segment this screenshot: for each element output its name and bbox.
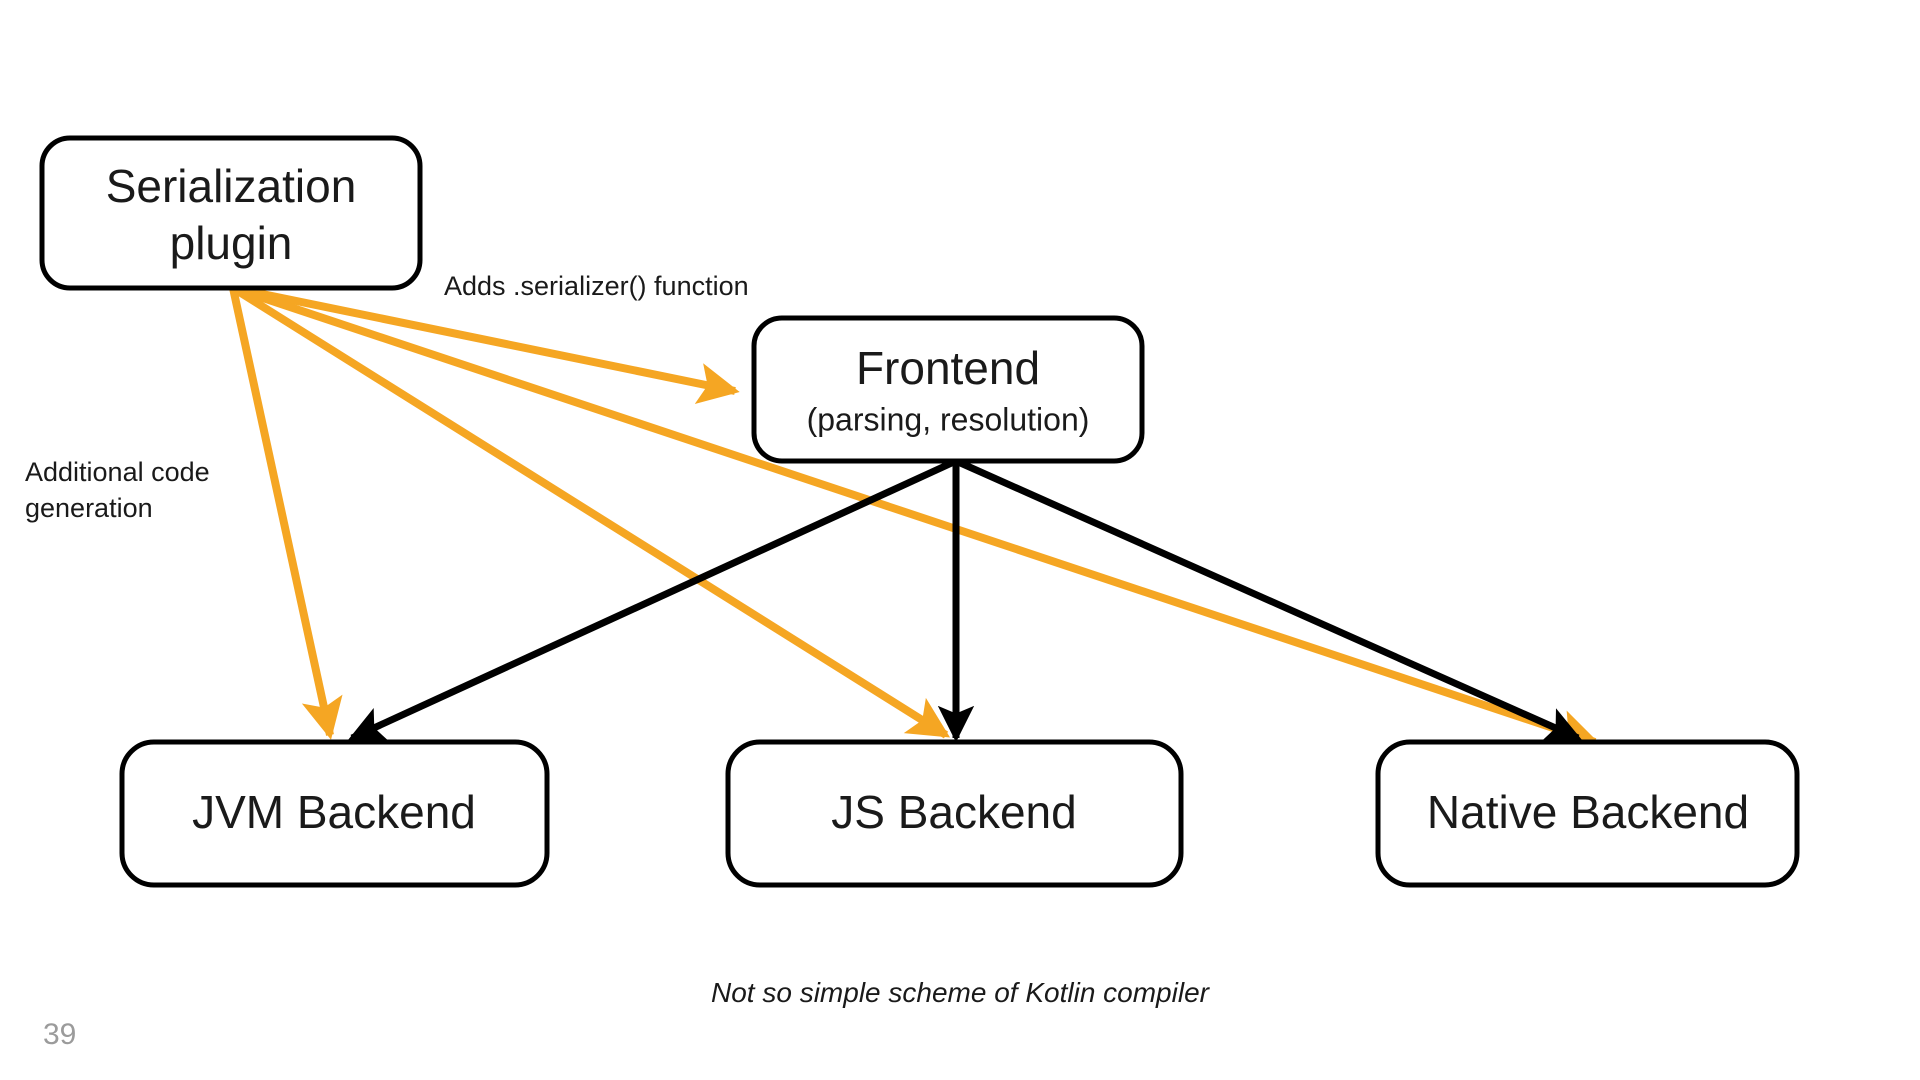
edge-label-adds-serializer: Adds .serializer() function (444, 271, 749, 301)
native-backend-box[interactable] (1375, 739, 1800, 888)
serialization-plugin-box[interactable] (39, 135, 423, 291)
native-backend-title: Native Backend (1427, 786, 1749, 838)
slide-caption: Not so simple scheme of Kotlin compiler (711, 977, 1211, 1008)
edge-label-additional-code-line2: generation (25, 493, 153, 523)
edge-plugin-to-js-backend (230, 284, 951, 739)
edge-plugin-to-frontend (232, 284, 740, 404)
js-backend-box[interactable] (725, 739, 1184, 888)
serialization-plugin-title-line2: plugin (170, 217, 293, 269)
node-serialization-plugin[interactable]: Serialization plugin (39, 135, 423, 291)
node-jvm-backend[interactable]: JVM Backend (119, 739, 550, 888)
frontend-edge-group (348, 457, 1582, 743)
edge-plugin-to-native-backend (231, 284, 1600, 751)
frontend-title: Frontend (856, 342, 1040, 394)
edge-frontend-to-native-backend (954, 457, 1582, 742)
jvm-backend-title: JVM Backend (192, 786, 476, 838)
edge-label-additional-code-line1: Additional code (25, 457, 210, 487)
node-native-backend[interactable]: Native Backend (1375, 739, 1800, 888)
page-number: 39 (43, 1018, 76, 1051)
node-js-backend[interactable]: JS Backend (725, 739, 1184, 888)
edge-plugin-to-jvm-backend (229, 287, 343, 740)
jvm-backend-box[interactable] (119, 739, 550, 888)
node-frontend[interactable]: Frontend (parsing, resolution) (751, 315, 1145, 464)
edge-frontend-to-jvm-backend (348, 457, 958, 742)
js-backend-title: JS Backend (831, 786, 1076, 838)
plugin-edge-group (229, 284, 1600, 751)
serialization-plugin-title-line1: Serialization (106, 160, 357, 212)
frontend-box[interactable] (751, 315, 1145, 464)
frontend-subtitle: (parsing, resolution) (807, 401, 1090, 437)
